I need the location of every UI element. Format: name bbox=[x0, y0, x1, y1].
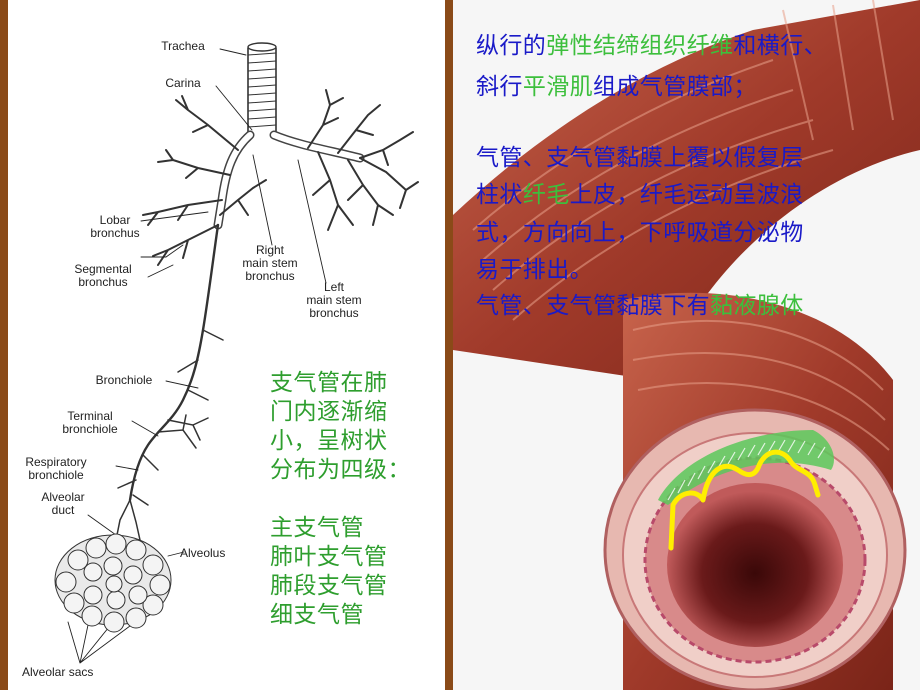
cilia-hatching bbox=[667, 439, 826, 501]
alveolar-ducts bbox=[115, 499, 141, 541]
muscle-striations bbox=[472, 0, 894, 451]
right-note-line: 式，方向向上，下呼吸道分泌物 bbox=[476, 220, 804, 246]
left-note-line: 小，呈树状 bbox=[270, 428, 388, 454]
panel-divider bbox=[445, 0, 453, 690]
alveolar-cluster bbox=[54, 533, 172, 633]
label-carina: Carina bbox=[165, 76, 201, 90]
label-trachea: Trachea bbox=[161, 39, 205, 53]
right-note-line: 气管、支气管黏膜上覆以假复层 bbox=[476, 145, 804, 171]
label-alveolar-sacs: Alveolar sacs bbox=[22, 665, 94, 679]
trachea-illustration-panel bbox=[453, 0, 920, 690]
cilia-wave-line bbox=[668, 449, 821, 551]
trachea-cross-section-drawing bbox=[453, 0, 920, 690]
right-note-line: 斜行平滑肌组成气管膜部； bbox=[476, 74, 757, 100]
bronchus-level-item: 肺段支气管 bbox=[270, 573, 388, 599]
trachea-top bbox=[247, 42, 277, 52]
bronchus-level-item: 主支气管 bbox=[270, 515, 364, 541]
right-note-line: 气管、支气管黏膜下有黏液腺体 bbox=[476, 293, 804, 319]
left-lung-branches bbox=[307, 89, 419, 231]
left-note-line: 分布为四级： bbox=[270, 457, 411, 483]
leader-lines bbox=[67, 48, 327, 664]
left-note-line: 门内逐渐缩 bbox=[270, 399, 388, 425]
trachea-rings bbox=[247, 52, 277, 128]
bronchus-level-item: 肺叶支气管 bbox=[270, 544, 388, 570]
lumen bbox=[667, 483, 843, 647]
descending-bronchiole bbox=[128, 223, 220, 502]
right-note-line: 纵行的弹性结缔组织纤维和横行、 bbox=[476, 33, 828, 59]
bronchus-level-item: 细支气管 bbox=[270, 602, 364, 628]
small-bronchioles bbox=[117, 329, 224, 506]
right-note-line: 柱状纤毛上皮，纤毛运动呈波浪 bbox=[476, 182, 804, 208]
right-note-line: 易于排出。 bbox=[476, 257, 593, 283]
label-alveolus: Alveolus bbox=[180, 546, 226, 560]
right-lung-branches bbox=[142, 95, 267, 266]
bronchial-tree-drawing bbox=[54, 42, 419, 664]
left-note-line: 支气管在肺 bbox=[270, 370, 388, 396]
label-bronchiole: Bronchiole bbox=[95, 373, 153, 387]
